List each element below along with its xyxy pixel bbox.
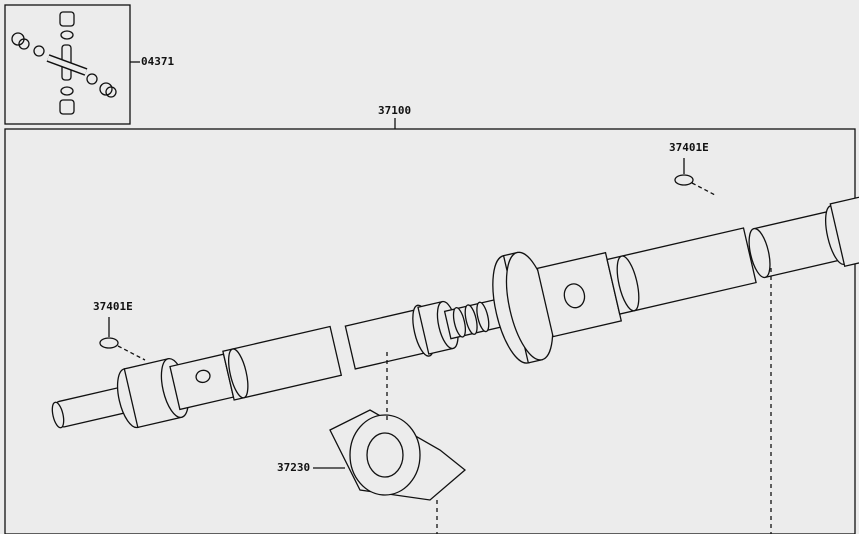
callout-04371: 04371 <box>141 55 175 68</box>
dashed-front-ring <box>117 345 146 361</box>
center-bearing-drawing <box>329 409 467 501</box>
snap-ring-front <box>99 337 119 349</box>
rear-tube-1 <box>606 227 757 315</box>
universal-joint-kit-box <box>4 4 131 125</box>
rear-flange-yoke <box>829 191 859 267</box>
universal-joint-kit-drawing <box>11 11 117 115</box>
snap-ring-rear <box>674 174 694 186</box>
front-tube <box>222 325 343 401</box>
propeller-shaft <box>51 191 859 429</box>
callout-37401e-front: 37401E <box>93 300 133 313</box>
dashed-rear-ring <box>691 182 716 196</box>
callout-37230: 37230 <box>277 461 311 474</box>
callout-37401e-rear: 37401E <box>669 141 709 154</box>
shaft-assembly-frame <box>4 128 856 534</box>
callout-37100: 37100 <box>378 104 412 117</box>
